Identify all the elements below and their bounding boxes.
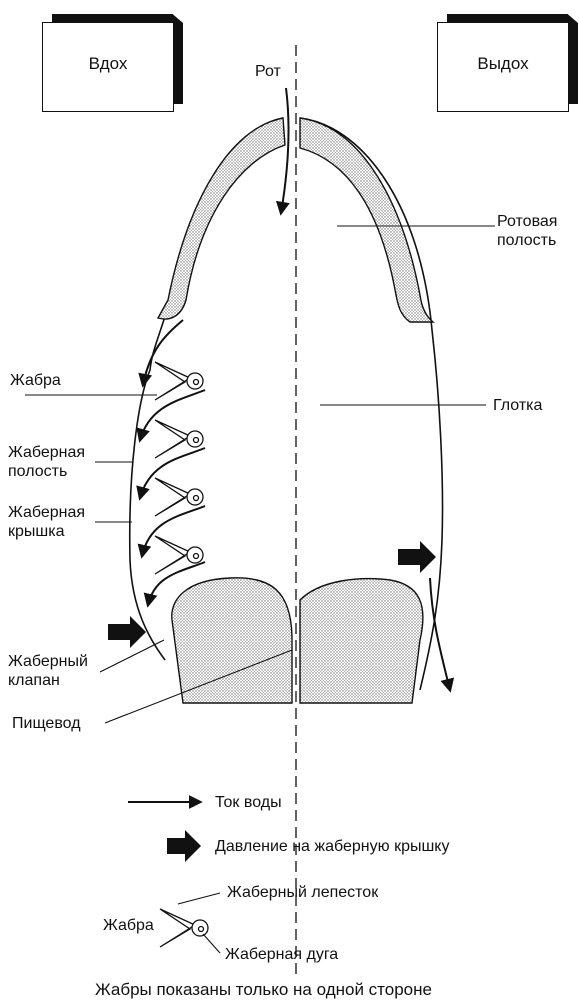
pressure-arrow-left [108,616,146,648]
esophagus-block-left [172,578,292,703]
oral-cavity-label: Ротовая полость [497,212,557,250]
jaw-left [158,118,285,319]
legend-gill-icon [160,909,208,947]
mouth-label: Рот [255,62,281,81]
esophagus-label: Пищевод [12,714,81,733]
legend-flow-label: Ток воды [215,793,282,812]
legend-arch-label: Жаберная дуга [225,945,338,964]
footnote: Жабры показаны только на одной стороне [95,980,432,999]
legend-pressure-arrow [167,830,201,862]
gill-cavity-label: Жаберная полость [8,443,85,481]
gill-label: Жабра [10,371,61,390]
legend-gill-label: Жабра [103,916,154,935]
legend-pressure-label: Давление на жаберную крышку [215,837,449,856]
pressure-arrow-right [398,541,436,573]
esophagus-block-right [300,579,423,703]
jaw-right [300,118,433,322]
legend-filament-label: Жаберный лепесток [227,883,378,902]
gill-cover-label: Жаберная крышка [8,503,85,541]
pharynx-label: Глотка [493,396,542,415]
gill-valve-label: Жаберный клапан [8,652,88,690]
mouth-flow-arrow [281,88,289,213]
exhale-flow-arrow [430,578,450,690]
